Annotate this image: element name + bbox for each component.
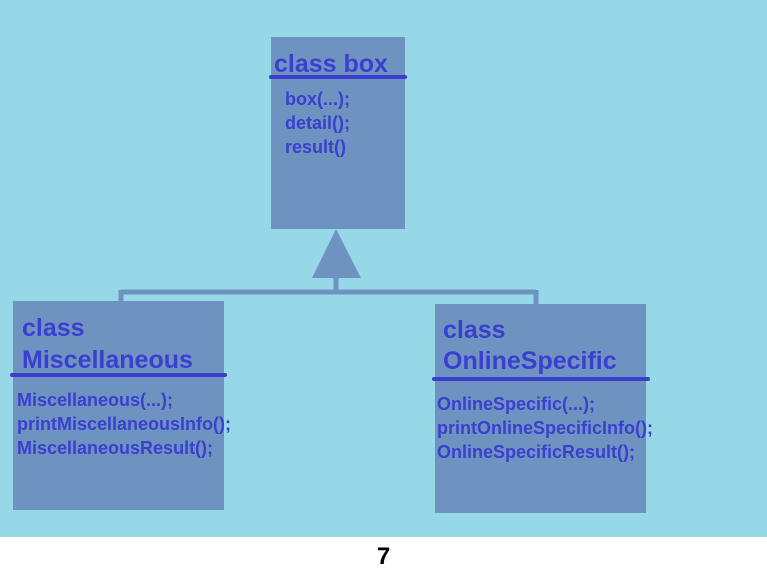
method-item: detail();	[285, 113, 350, 133]
parent-method-list: box(...); detail(); result()	[285, 87, 350, 159]
method-item: OnlineSpecific(...);	[437, 394, 596, 414]
miscellaneous-class-box: class Miscellaneous Miscellaneous(...); …	[10, 301, 231, 510]
onlinespecific-class-box: class OnlineSpecific OnlineSpecific(...)…	[432, 304, 653, 513]
onlinespecific-class-name: OnlineSpecific	[443, 347, 617, 375]
onlinespecific-method-list: OnlineSpecific(...); printOnlineSpecific…	[437, 392, 653, 464]
method-item: OnlineSpecificResult();	[437, 442, 636, 462]
parent-class-box: class box box(...); detail(); result()	[269, 37, 407, 229]
slide-canvas: class box box(...); detail(); result() c…	[0, 0, 767, 537]
method-item: box(...);	[285, 89, 350, 109]
method-item: result()	[285, 137, 347, 157]
method-item: printMiscellaneousInfo();	[17, 414, 232, 434]
onlinespecific-class-keyword: class	[443, 316, 506, 344]
miscellaneous-method-list: Miscellaneous(...); printMiscellaneousIn…	[17, 388, 231, 460]
method-item: printOnlineSpecificInfo();	[437, 418, 653, 438]
inheritance-arrow-icon	[312, 229, 361, 278]
parent-title-underline	[269, 75, 407, 79]
miscellaneous-class-keyword: class	[22, 314, 85, 342]
method-item: Miscellaneous(...);	[17, 390, 174, 410]
parent-class-title: class box	[274, 50, 388, 78]
inheritance-connectors	[118, 229, 539, 305]
page-number: 7	[376, 543, 391, 570]
onlinespecific-title-underline	[432, 377, 650, 381]
miscellaneous-title-underline	[10, 373, 227, 377]
miscellaneous-class-name: Miscellaneous	[22, 346, 193, 374]
method-item: MiscellaneousResult();	[17, 438, 214, 458]
